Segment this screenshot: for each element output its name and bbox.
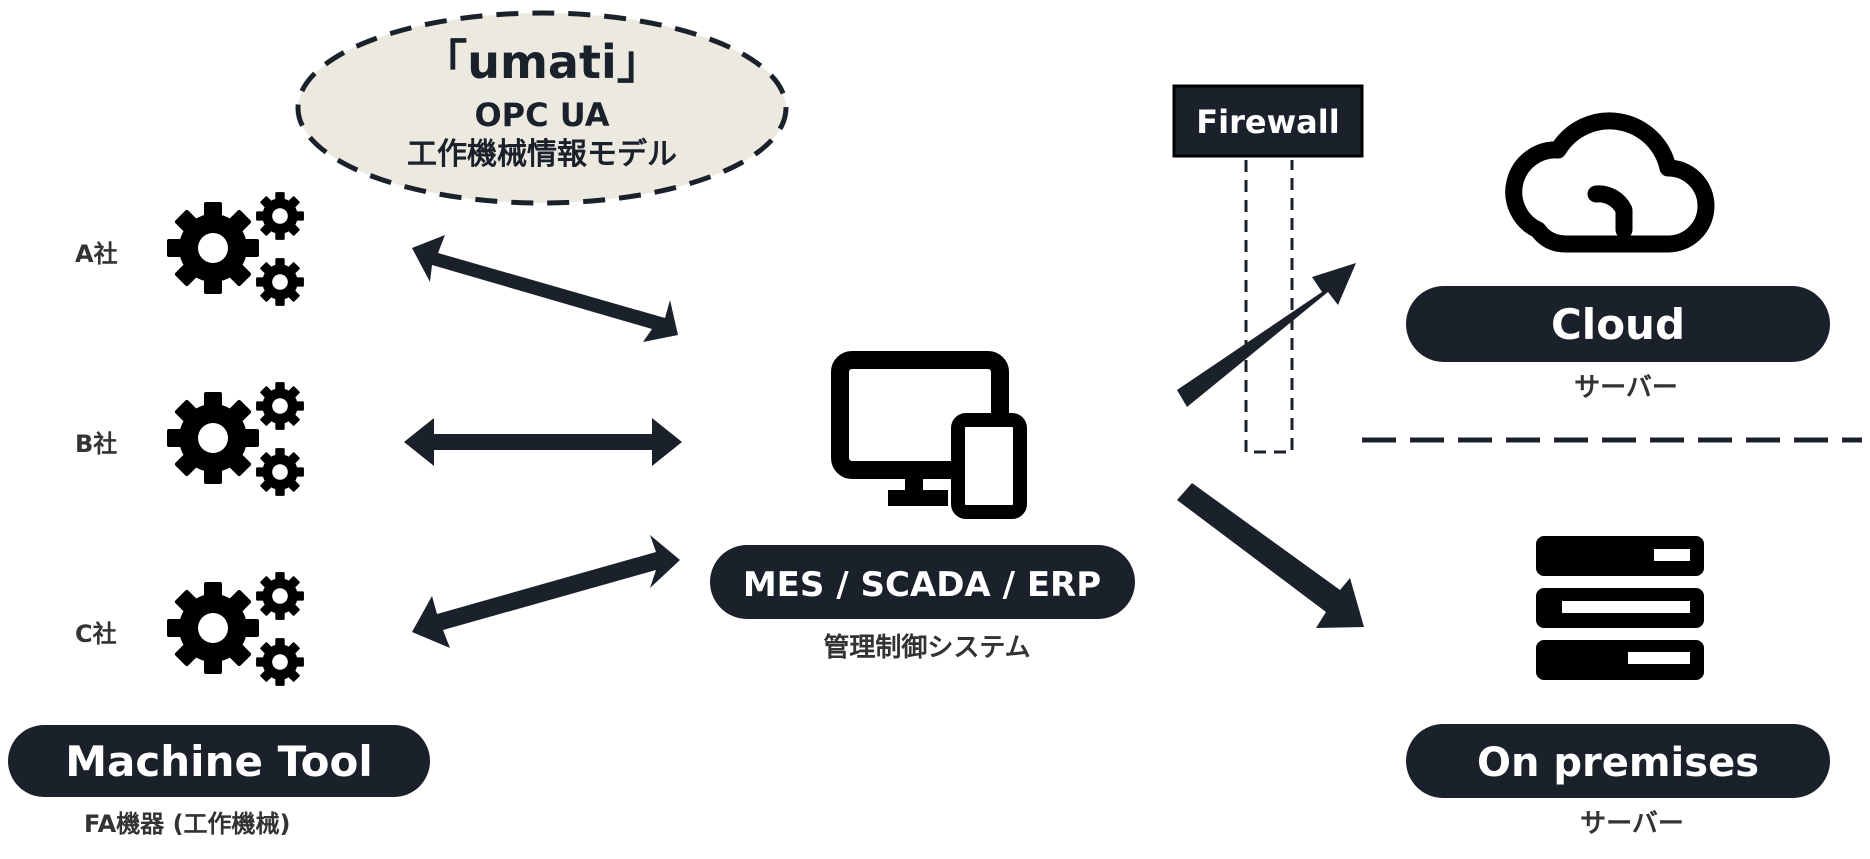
gears-icon-a — [167, 192, 304, 306]
company-a-label: A社 — [75, 240, 118, 268]
arrow-mes-cloud — [1177, 263, 1356, 407]
machine-tool-pill: Machine Tool — [8, 725, 430, 797]
mes-label: MES / SCADA / ERP — [743, 565, 1101, 605]
on-premises-label: On premises — [1477, 740, 1759, 786]
arrow-b-mes — [404, 418, 682, 466]
cloud-label: Cloud — [1551, 300, 1685, 349]
umati-title: 「umati」 — [421, 35, 662, 89]
gears-icon-c — [167, 572, 304, 686]
arrow-mes-onpremises — [1177, 483, 1364, 628]
gears-icon-b — [167, 382, 304, 496]
cloud-pill: Cloud — [1406, 286, 1830, 362]
umati-ellipse: 「umati」 OPC UA 工作機械情報モデル — [295, 10, 789, 206]
mes-pill: MES / SCADA / ERP — [710, 545, 1135, 619]
firewall-dashed-column — [1244, 160, 1294, 454]
umati-line2: OPC UA — [474, 96, 609, 134]
arrow-a-mes — [412, 235, 678, 342]
monitor-tablet-icon — [831, 351, 1027, 519]
on-premises-sublabel: サーバー — [1580, 809, 1684, 839]
umati-line3: 工作機械情報モデル — [407, 137, 677, 172]
cloud-sublabel: サーバー — [1574, 373, 1678, 403]
arrow-c-mes — [412, 535, 680, 648]
company-c-label: C社 — [75, 620, 117, 648]
server-rack-icon — [1536, 536, 1704, 680]
on-premises-pill: On premises — [1406, 724, 1830, 798]
mes-sublabel: 管理制御システム — [823, 632, 1030, 663]
machine-tool-label: Machine Tool — [65, 737, 373, 786]
cloud-icon — [1505, 112, 1715, 253]
company-b-label: B社 — [75, 430, 117, 458]
firewall-label: Firewall — [1196, 103, 1339, 141]
machine-tool-sublabel: FA機器 (工作機械) — [84, 810, 291, 838]
firewall-box: Firewall — [1172, 84, 1364, 158]
